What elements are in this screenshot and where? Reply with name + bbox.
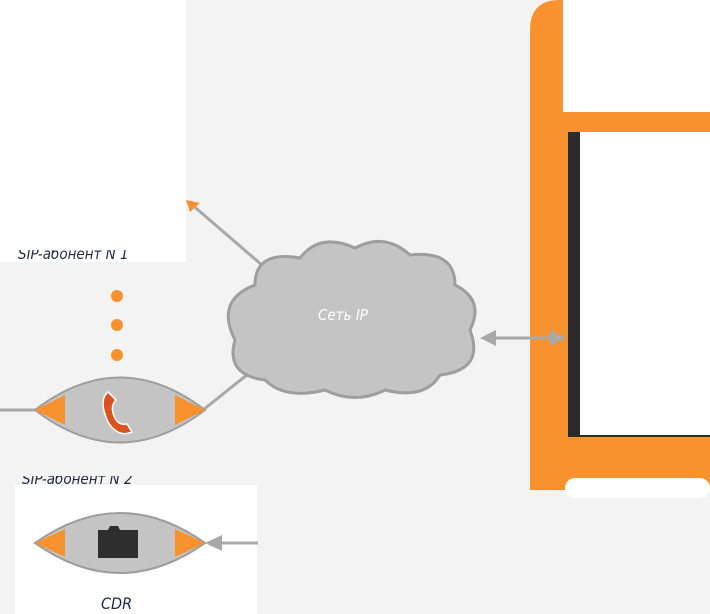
panel-screen	[580, 132, 710, 435]
subscriber1-connector	[186, 200, 200, 212]
blank-area	[0, 0, 186, 262]
subscriber2-label: SIP-абонент N 2	[22, 476, 133, 485]
arrow-right-icon	[550, 330, 566, 346]
arrow-to-cdr-icon	[205, 535, 222, 551]
ellipsis-dot	[111, 349, 123, 361]
sip-phone-node[interactable]	[33, 376, 207, 444]
network-label: Сеть IP	[318, 306, 368, 324]
subscriber1-label: SIP-абонент N 1	[18, 250, 129, 262]
panel-bottom-slot	[565, 478, 710, 498]
ellipsis-dot	[111, 290, 123, 302]
phone-icon	[102, 390, 134, 435]
server-panel	[530, 0, 710, 498]
ip-network-cloud	[226, 239, 477, 399]
cdr-label: CDR	[101, 594, 133, 613]
folder-icon	[98, 526, 138, 558]
ellipsis-dot	[111, 319, 123, 331]
arrow-left-icon	[480, 330, 496, 346]
cdr-node[interactable]	[33, 512, 207, 574]
panel-title-area	[563, 0, 710, 112]
